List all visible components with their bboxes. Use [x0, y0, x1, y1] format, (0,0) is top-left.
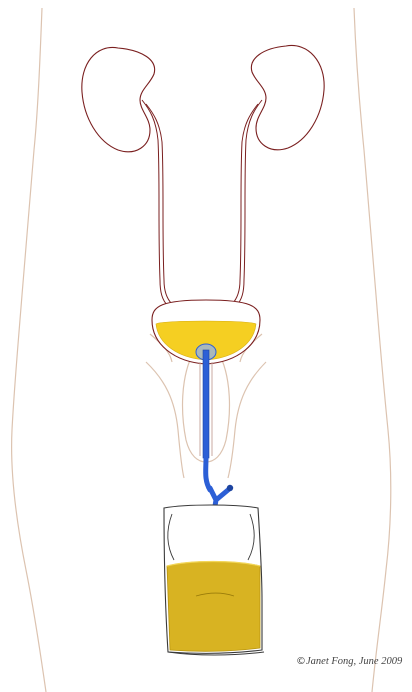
ureters — [142, 100, 262, 306]
body-left-outline — [12, 8, 46, 692]
catheter-port-cap — [227, 485, 233, 491]
left-inner-thigh — [146, 362, 184, 478]
catheter-tubing — [206, 458, 210, 490]
credit-text: Janet Fong, June 2009 — [306, 656, 402, 667]
catheter-shaft — [203, 350, 209, 458]
bag-urine — [167, 562, 260, 652]
drainage-bag — [164, 505, 264, 655]
copyright-credit: ©Janet Fong, June 2009 — [296, 656, 402, 667]
right-kidney — [251, 45, 324, 149]
kidneys — [82, 45, 324, 151]
body-right-outline — [354, 8, 391, 692]
copyright-symbol: © — [296, 656, 306, 667]
left-kidney — [82, 47, 155, 151]
right-inner-thigh — [228, 362, 266, 478]
